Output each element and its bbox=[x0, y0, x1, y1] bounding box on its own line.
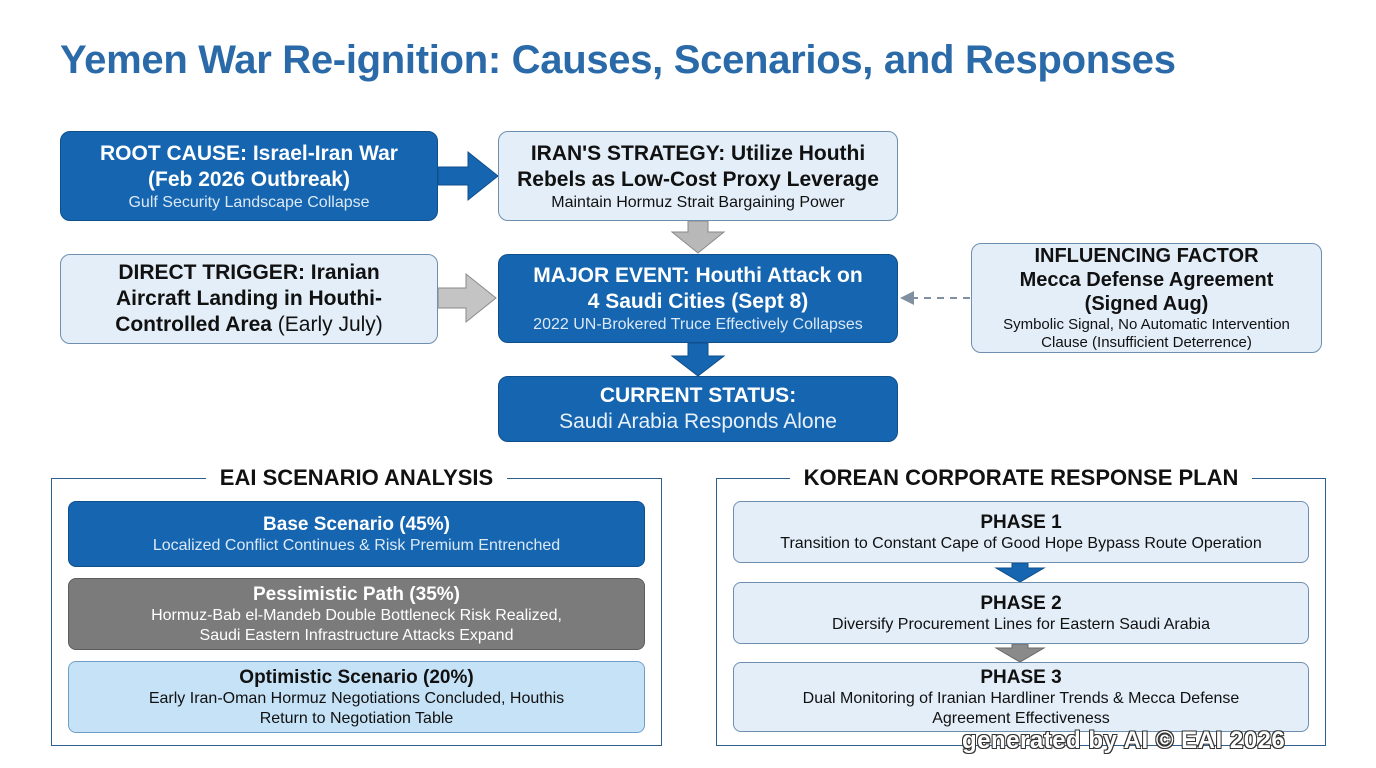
major-event-head-2: 4 Saudi Cities (Sept 8) bbox=[587, 290, 809, 313]
scenario-panel-title: EAI SCENARIO ANALYSIS bbox=[205, 465, 508, 490]
phase-3-box: PHASE 3 Dual Monitoring of Iranian Hardl… bbox=[733, 662, 1309, 732]
watermark: generated by AI © EAI 2026 bbox=[962, 727, 1286, 754]
major-event-head-1: MAJOR EVENT: Houthi Attack on bbox=[533, 264, 863, 287]
root-cause-head-2: (Feb 2026 Outbreak) bbox=[148, 167, 350, 191]
response-panel-title: KOREAN CORPORATE RESPONSE PLAN bbox=[789, 465, 1253, 490]
direct-trigger-head-2: Aircraft Landing in Houthi- bbox=[116, 287, 382, 310]
pessimistic-path-box: Pessimistic Path (35%) Hormuz-Bab el-Man… bbox=[68, 578, 645, 650]
arrow-phase1-to-phase2 bbox=[994, 562, 1046, 583]
phase-1-sub: Transition to Constant Cape of Good Hope… bbox=[780, 534, 1262, 552]
iran-strategy-sub: Maintain Hormuz Strait Bargaining Power bbox=[551, 193, 845, 211]
root-cause-sub: Gulf Security Landscape Collapse bbox=[128, 193, 370, 211]
optimistic-scenario-head: Optimistic Scenario (20%) bbox=[239, 666, 474, 688]
phase-1-box: PHASE 1 Transition to Constant Cape of G… bbox=[733, 501, 1309, 563]
phase-3-sub-2: Agreement Effectiveness bbox=[932, 709, 1110, 727]
phase-2-head: PHASE 2 bbox=[980, 592, 1062, 614]
scenario-panel-title-wrap: EAI SCENARIO ANALYSIS bbox=[52, 465, 661, 491]
iran-strategy-box: IRAN'S STRATEGY: Utilize Houthi Rebels a… bbox=[498, 131, 898, 221]
direct-trigger-head-1: DIRECT TRIGGER: Iranian bbox=[118, 261, 380, 284]
influencing-factor-sub-2: Clause (Insufficient Deterrence) bbox=[1041, 334, 1252, 351]
phase-1-head: PHASE 1 bbox=[980, 511, 1062, 533]
pessimistic-path-sub-1: Hormuz-Bab el-Mandeb Double Bottleneck R… bbox=[151, 606, 562, 624]
major-event-sub: 2022 UN-Brokered Truce Effectively Colla… bbox=[533, 316, 863, 333]
phase-3-sub-1: Dual Monitoring of Iranian Hardliner Tre… bbox=[802, 689, 1240, 707]
iran-strategy-head-2: Rebels as Low-Cost Proxy Leverage bbox=[517, 167, 879, 191]
phase-2-sub: Diversify Procurement Lines for Eastern … bbox=[832, 615, 1210, 633]
influencing-factor-head-1: INFLUENCING FACTOR bbox=[1034, 245, 1259, 267]
direct-trigger-box: DIRECT TRIGGER: Iranian Aircraft Landing… bbox=[60, 254, 438, 344]
influencing-factor-box: INFLUENCING FACTOR Mecca Defense Agreeme… bbox=[971, 243, 1322, 353]
response-panel-title-wrap: KOREAN CORPORATE RESPONSE PLAN bbox=[717, 465, 1325, 491]
pessimistic-path-head: Pessimistic Path (35%) bbox=[253, 583, 460, 605]
direct-trigger-head-3: Controlled Area (Early July) bbox=[115, 312, 383, 338]
influencing-factor-head-3: (Signed Aug) bbox=[1084, 293, 1209, 315]
base-scenario-head: Base Scenario (45%) bbox=[263, 513, 450, 535]
root-cause-box: ROOT CAUSE: Israel-Iran War (Feb 2026 Ou… bbox=[60, 131, 438, 221]
phase-2-box: PHASE 2 Diversify Procurement Lines for … bbox=[733, 582, 1309, 644]
current-status-box: CURRENT STATUS: Saudi Arabia Responds Al… bbox=[498, 376, 898, 442]
arrow-event-to-status bbox=[670, 342, 726, 377]
base-scenario-sub: Localized Conflict Continues & Risk Prem… bbox=[152, 536, 561, 554]
scenario-panel: EAI SCENARIO ANALYSIS bbox=[51, 465, 662, 746]
optimistic-scenario-sub-2: Return to Negotiation Table bbox=[259, 709, 454, 727]
optimistic-scenario-sub-1: Early Iran-Oman Hormuz Negotiations Conc… bbox=[148, 689, 565, 707]
direct-trigger-date: (Early July) bbox=[271, 313, 383, 336]
optimistic-scenario-box: Optimistic Scenario (20%) Early Iran-Oma… bbox=[68, 661, 645, 733]
arrow-trigger-to-event bbox=[437, 272, 497, 324]
phase-3-head: PHASE 3 bbox=[980, 666, 1062, 688]
pessimistic-path-sub-2: Saudi Eastern Infrastructure Attacks Exp… bbox=[199, 626, 514, 644]
influencing-factor-head-2: Mecca Defense Agreement bbox=[1019, 269, 1274, 291]
major-event-box: MAJOR EVENT: Houthi Attack on 4 Saudi Ci… bbox=[498, 254, 898, 343]
base-scenario-box: Base Scenario (45%) Localized Conflict C… bbox=[68, 501, 645, 567]
page-title: Yemen War Re-ignition: Causes, Scenarios… bbox=[60, 38, 1176, 82]
current-status-head: CURRENT STATUS: bbox=[599, 384, 797, 407]
arrow-root-to-strategy bbox=[437, 150, 499, 202]
response-panel: KOREAN CORPORATE RESPONSE PLAN bbox=[716, 465, 1326, 746]
arrow-phase2-to-phase3 bbox=[994, 643, 1046, 663]
direct-trigger-area: Controlled Area bbox=[115, 313, 272, 336]
influencing-factor-sub-1: Symbolic Signal, No Automatic Interventi… bbox=[1003, 316, 1290, 333]
iran-strategy-head-1: IRAN'S STRATEGY: Utilize Houthi bbox=[530, 141, 866, 165]
current-status-sub: Saudi Arabia Responds Alone bbox=[559, 410, 837, 433]
root-cause-head-1: ROOT CAUSE: Israel-Iran War bbox=[100, 141, 398, 165]
arrow-factor-to-event-head bbox=[900, 291, 914, 305]
arrow-strategy-to-event bbox=[670, 220, 726, 254]
